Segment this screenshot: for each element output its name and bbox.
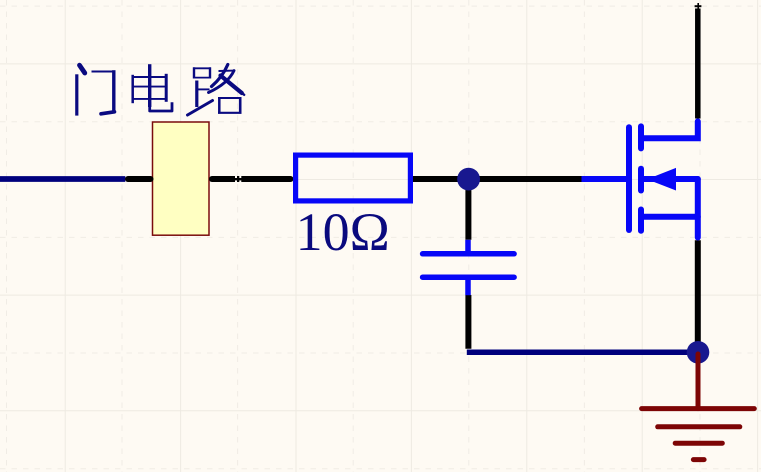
svg-text:10Ω: 10Ω	[296, 202, 390, 262]
